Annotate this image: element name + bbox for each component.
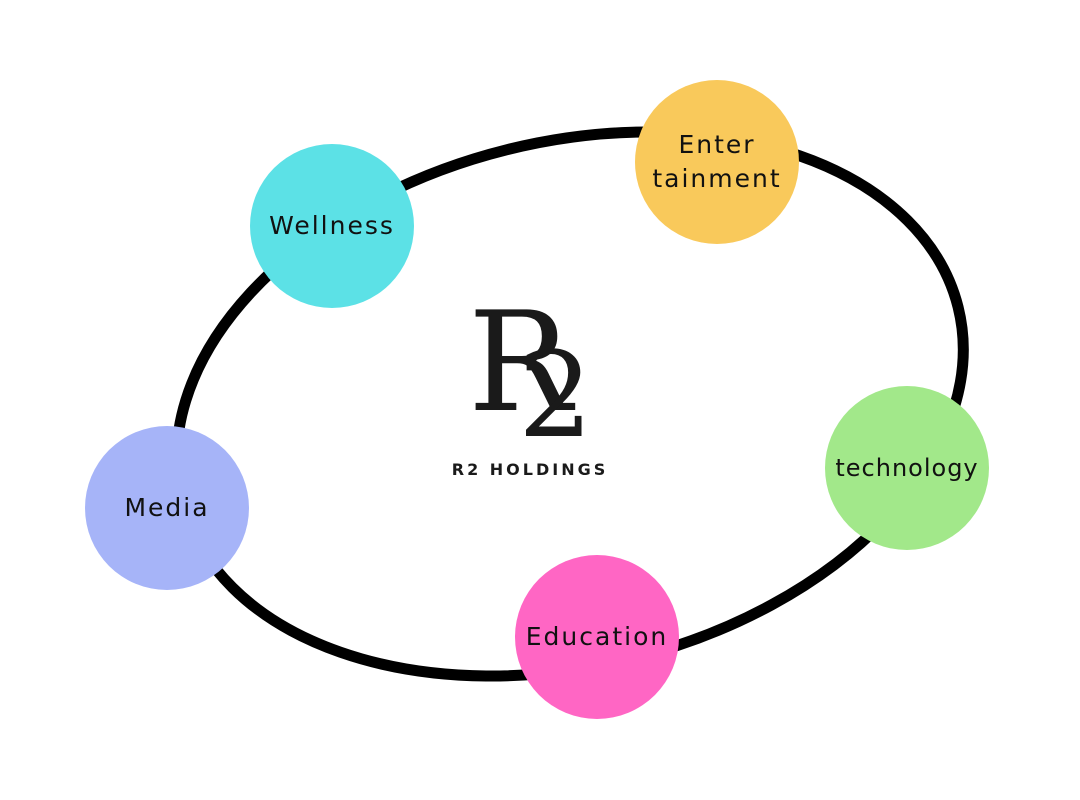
node-technology: technology bbox=[825, 386, 989, 550]
node-label: Education bbox=[525, 622, 669, 651]
node-label-line2: tainment bbox=[652, 164, 782, 193]
node-wellness: Wellness bbox=[250, 144, 414, 308]
node-label-line1: Enter bbox=[678, 130, 756, 159]
r2-logo: R 2 R2 HOLDINGS bbox=[440, 282, 620, 480]
node-label: Wellness bbox=[269, 211, 395, 240]
r2-logo-mark: R 2 bbox=[440, 282, 620, 464]
logo-digit-2: 2 bbox=[518, 326, 594, 464]
node-entertainment: Enter tainment bbox=[635, 80, 799, 244]
company-name: R2 HOLDINGS bbox=[451, 460, 609, 479]
node-media: Media bbox=[85, 426, 249, 590]
logo-letter-r: R bbox=[468, 282, 572, 443]
node-label: Media bbox=[124, 493, 210, 522]
node-label: technology bbox=[835, 454, 979, 482]
node-education: Education bbox=[515, 555, 679, 719]
